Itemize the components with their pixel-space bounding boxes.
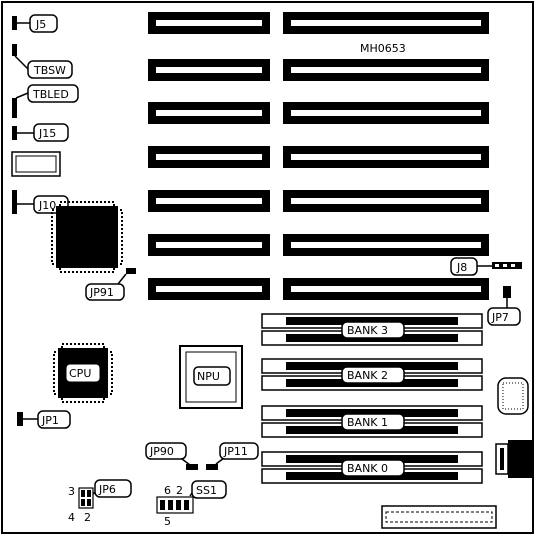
ss1-switch: 6 2 SS1 5 <box>156 480 227 528</box>
ss1-pin-6: 6 <box>164 484 171 497</box>
expansion-slots-left <box>148 12 270 300</box>
jp6-pin-3: 3 <box>68 485 75 498</box>
jp90-label: JP90 <box>149 445 174 458</box>
expansion-slots-right <box>283 12 489 300</box>
j5-label: J5 <box>35 18 46 31</box>
npu-socket: NPU <box>179 345 243 409</box>
battery-component <box>11 151 61 177</box>
memory-bank-3: BANK 3 <box>261 313 483 346</box>
tbsw-label: TBSW <box>33 64 66 77</box>
npu-label: NPU <box>197 370 220 383</box>
memory-bank-2: BANK 2 <box>261 358 483 391</box>
ss1-pin-2: 2 <box>176 484 183 497</box>
chipset-chip <box>51 201 123 273</box>
jp7-label: JP7 <box>491 311 509 324</box>
j5-connector: J5 <box>12 14 58 33</box>
j15-label: J15 <box>38 127 56 140</box>
jp91-jumper: JP91 <box>85 268 136 301</box>
tbled-connector: TBLED <box>12 84 79 118</box>
memory-bank-0: BANK 0 <box>261 451 483 484</box>
bank-0-label: BANK 0 <box>347 462 388 475</box>
cpu-label: CPU <box>69 367 91 380</box>
j8-label: J8 <box>456 261 467 274</box>
bottom-edge-connector <box>381 505 497 529</box>
jp11-jumper: JP11 <box>206 442 259 470</box>
bank-3-label: BANK 3 <box>347 324 388 337</box>
j10-label: J10 <box>38 199 56 212</box>
power-connector <box>495 440 534 478</box>
tbled-label: TBLED <box>32 88 69 101</box>
tbsw-connector: TBSW <box>12 44 73 79</box>
figure-id: MH0653 <box>360 42 406 55</box>
jp11-label: JP11 <box>223 445 248 458</box>
jp6-pin-4: 4 <box>68 511 75 524</box>
jp7-jumper: JP7 <box>487 286 521 326</box>
jp90-jumper: JP90 <box>145 442 198 470</box>
j15-connector: J15 <box>12 123 69 142</box>
jp91-label: JP91 <box>89 286 114 299</box>
bank-1-label: BANK 1 <box>347 416 388 429</box>
ss1-label: SS1 <box>196 484 217 497</box>
keyboard-connector <box>497 377 529 415</box>
j8-connector: J8 <box>450 257 522 276</box>
cpu-chip: CPU <box>53 343 113 403</box>
jp6-label: JP6 <box>98 483 116 496</box>
jp6-jumper: 3 JP6 4 2 <box>68 479 132 524</box>
jp6-pin-2: 2 <box>84 511 91 524</box>
bank-2-label: BANK 2 <box>347 369 388 382</box>
jp1-jumper: JP1 <box>17 410 71 429</box>
jp1-label: JP1 <box>41 414 59 427</box>
memory-bank-1: BANK 1 <box>261 405 483 438</box>
ss1-pin-5: 5 <box>164 515 171 528</box>
